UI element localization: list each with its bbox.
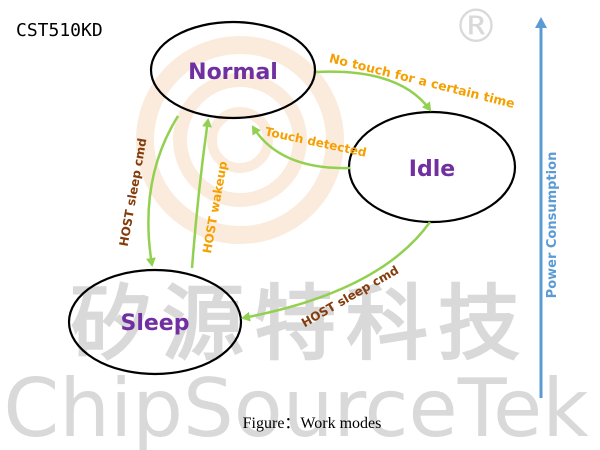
state-sleep-label: Sleep: [121, 311, 190, 336]
arrow-sleep-to-normal: [190, 118, 212, 269]
watermark-logo: [136, 36, 344, 244]
axis-label: Power Consumption: [545, 152, 560, 299]
watermark-chinese: 矽源特科技: [70, 277, 530, 372]
state-sleep: [67, 268, 243, 376]
label-normal-to-sleep: HOST sleep cmd: [117, 137, 150, 248]
figure-caption: Figure：Work modes: [243, 415, 382, 432]
state-normal: [149, 20, 317, 120]
chip-label: CST510KD: [16, 20, 103, 41]
arrow-normal-to-idle: [315, 70, 432, 112]
state-idle-label: Idle: [409, 157, 455, 182]
watermark-brand: ChipSourceTek: [3, 362, 589, 450]
arrow-idle-to-sleep: [241, 221, 432, 322]
arrow-idle-to-normal: [251, 125, 351, 170]
watermark-registered-mark: ®: [453, 0, 499, 53]
state-normal-label: Normal: [188, 60, 278, 85]
arrow-normal-to-sleep: [145, 115, 180, 267]
